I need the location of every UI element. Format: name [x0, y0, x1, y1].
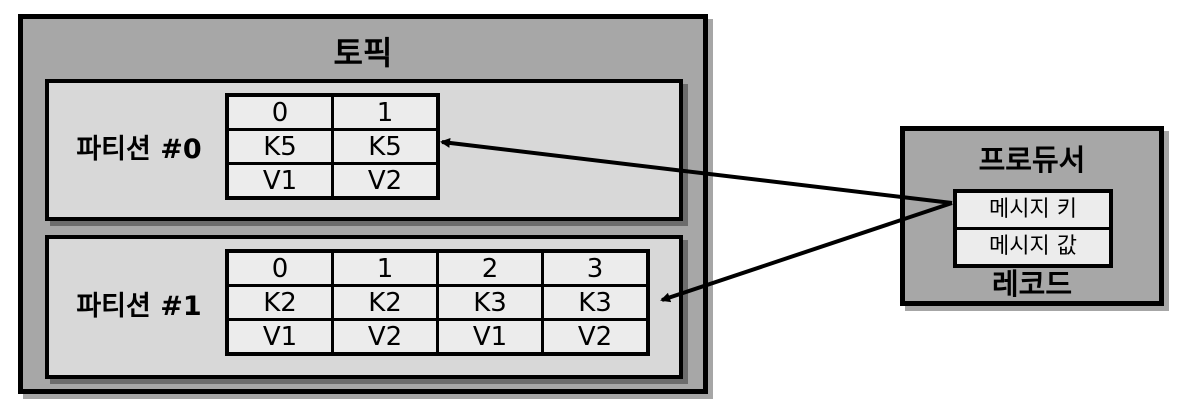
offset-cell: 0 — [225, 93, 334, 131]
message-key-field: 메시지 키 — [957, 193, 1109, 227]
topic-title: 토픽 — [333, 34, 393, 72]
value-cell: V2 — [331, 162, 440, 200]
key-row: K5 K5 — [225, 128, 440, 165]
offset-cell: 3 — [541, 249, 650, 287]
partition-0-label: 파티션 #0 — [76, 134, 202, 165]
key-cell: K5 — [331, 128, 440, 165]
offset-row: 0 1 — [225, 93, 440, 131]
topic-box: 토픽 파티션 #0 0 1 K5 K5 V1 V2 파티션 #1 0 1 2 — [18, 14, 708, 394]
key-cell: K3 — [541, 284, 650, 321]
offset-cell: 2 — [436, 249, 544, 287]
key-cell: K2 — [225, 284, 334, 321]
offset-cell: 1 — [331, 249, 439, 287]
value-cell: V1 — [225, 162, 334, 200]
producer-title: 프로듀서 — [978, 143, 1086, 177]
value-row: V1 V2 V1 V2 — [225, 318, 650, 356]
key-cell: K5 — [225, 128, 334, 165]
key-cell: K3 — [436, 284, 544, 321]
value-cell: V1 — [436, 318, 544, 356]
offset-cell: 0 — [225, 249, 334, 287]
value-row: V1 V2 — [225, 162, 440, 200]
offset-cell: 1 — [331, 93, 440, 131]
value-cell: V2 — [541, 318, 650, 356]
partition-0-log-table: 0 1 K5 K5 V1 V2 — [225, 93, 440, 200]
value-cell: V2 — [331, 318, 439, 356]
partition-1-label: 파티션 #1 — [76, 291, 202, 322]
record-box: 메시지 키 메시지 값 — [953, 189, 1113, 268]
offset-row: 0 1 2 3 — [225, 249, 650, 287]
key-cell: K2 — [331, 284, 439, 321]
partition-1-log-table: 0 1 2 3 K2 K2 K3 K3 V1 V2 V1 V2 — [225, 249, 650, 356]
value-cell: V1 — [225, 318, 334, 356]
partition-1-box: 파티션 #1 0 1 2 3 K2 K2 K3 K3 V1 V2 V1 V2 — [45, 235, 683, 379]
message-value-field: 메시지 값 — [957, 227, 1109, 264]
partition-0-box: 파티션 #0 0 1 K5 K5 V1 V2 — [45, 79, 683, 221]
key-row: K2 K2 K3 K3 — [225, 284, 650, 321]
producer-box: 프로듀서 메시지 키 메시지 값 레코드 — [900, 126, 1164, 306]
record-label: 레코드 — [991, 267, 1073, 301]
